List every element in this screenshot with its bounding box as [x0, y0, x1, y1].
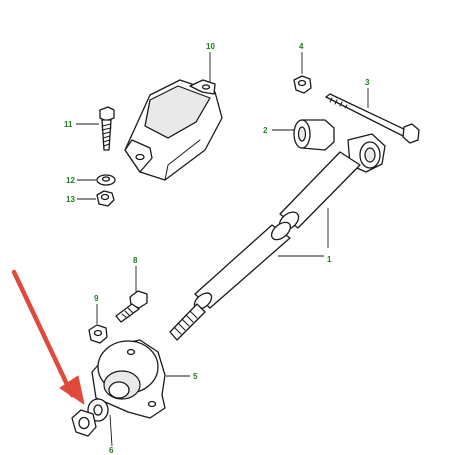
callout-11: 11: [64, 120, 73, 129]
callout-1: 1: [327, 255, 332, 264]
leader-lines: [76, 52, 369, 447]
callout-labels: 10 11 12 13 4 3 2 1 8 9 5 6: [64, 42, 370, 455]
nut-part-7[interactable]: [71, 409, 97, 437]
rubber-mount-part-5[interactable]: [91, 339, 166, 419]
callout-12: 12: [66, 176, 75, 185]
callout-4: 4: [299, 42, 304, 51]
link-rod-part-1[interactable]: [169, 133, 386, 341]
callout-2: 2: [263, 126, 268, 135]
callout-13: 13: [66, 195, 75, 204]
washer-part-12[interactable]: [96, 174, 116, 186]
bush-part-2[interactable]: [293, 119, 335, 151]
bolt-part-8[interactable]: [115, 290, 148, 323]
callout-9: 9: [94, 294, 99, 303]
callout-5: 5: [193, 372, 198, 381]
nut-part-13[interactable]: [96, 190, 115, 207]
callout-10: 10: [206, 42, 215, 51]
callout-6: 6: [109, 446, 114, 455]
nut-part-4[interactable]: [293, 75, 312, 94]
callout-8: 8: [133, 256, 138, 265]
callout-3: 3: [365, 78, 370, 87]
long-bolt-part-3[interactable]: [325, 93, 420, 144]
mounting-bracket-part-10[interactable]: [124, 79, 223, 181]
red-pointer-arrow-icon: [11, 269, 85, 405]
nut-part-9[interactable]: [88, 324, 108, 344]
bolt-part-11[interactable]: [99, 106, 115, 151]
